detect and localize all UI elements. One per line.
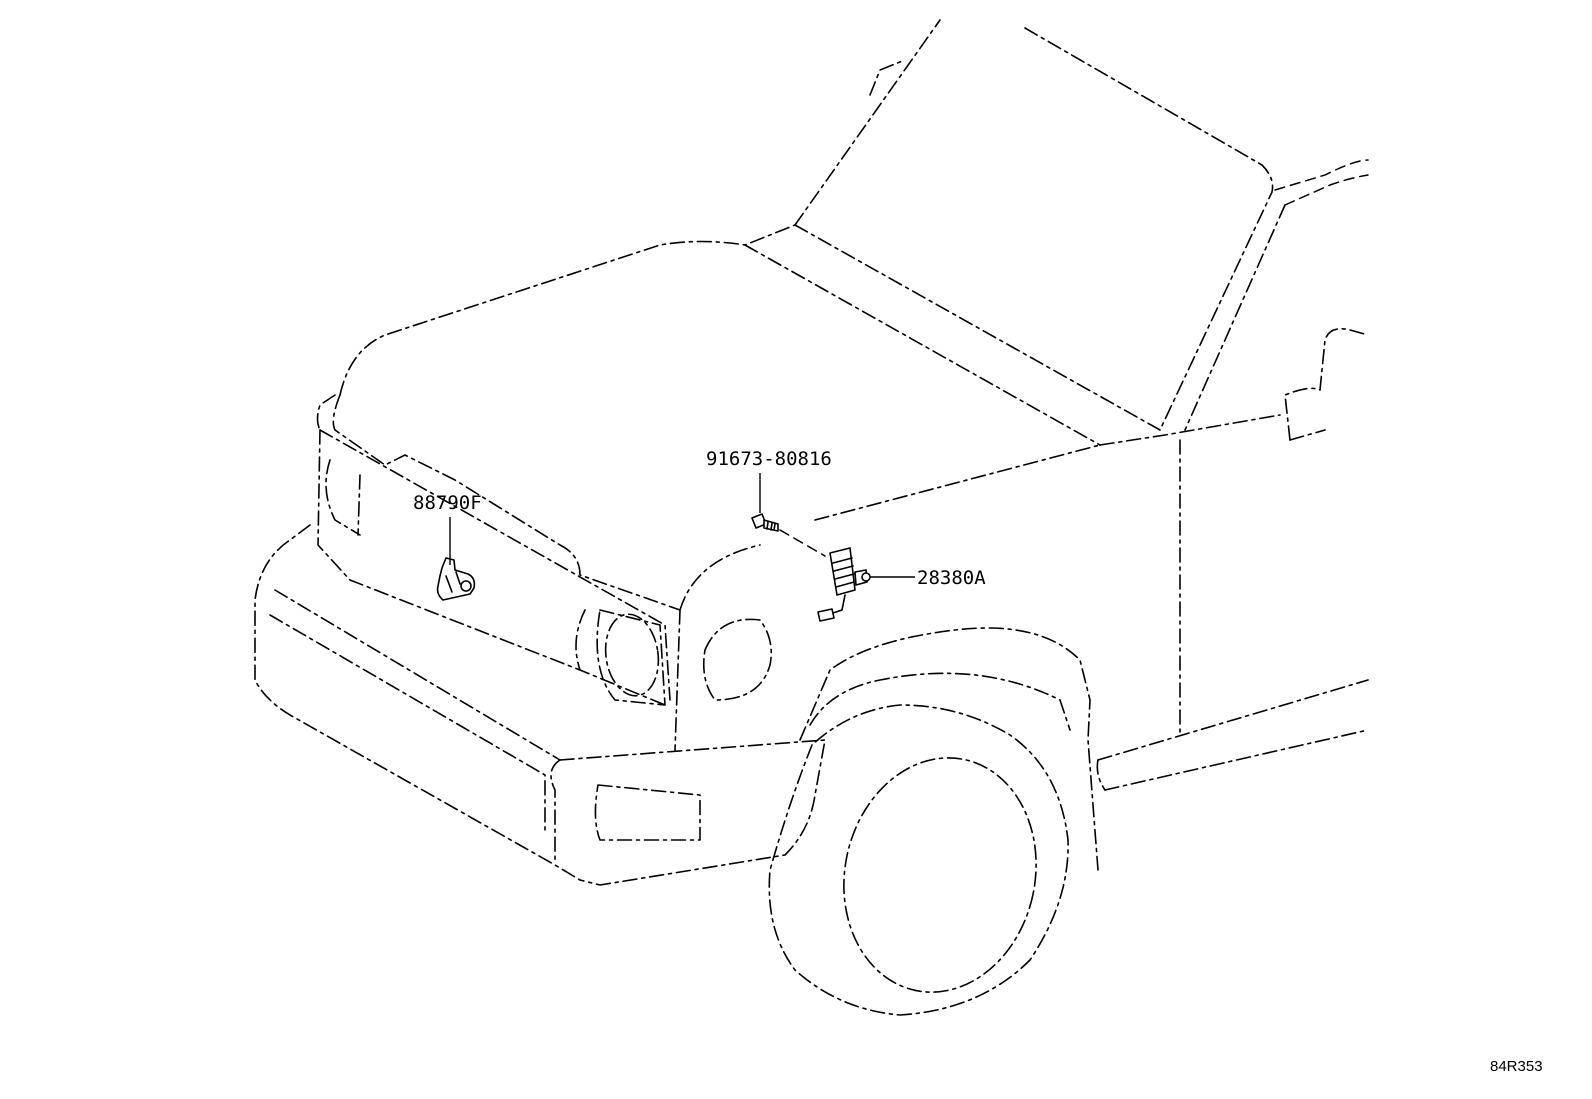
- callout-88790f: 88790F: [413, 492, 482, 514]
- windshield-outline: [794, 19, 1369, 431]
- callout-91673-80816: 91673-80816: [706, 448, 832, 470]
- front-tire: [768, 704, 1069, 1016]
- part-88790f-icon: [436, 557, 476, 601]
- wheel-arch: [799, 627, 1099, 871]
- figure-reference: 84R353: [1490, 1058, 1543, 1075]
- part-28380a-icon: [817, 547, 871, 622]
- grille-outline: [317, 429, 671, 706]
- hood-outline: [316, 224, 1101, 611]
- headlight-right: [596, 609, 666, 706]
- side-mirror: [1284, 327, 1369, 441]
- bumper-outline: [254, 524, 826, 886]
- turn-signal-lamp: [702, 618, 773, 701]
- callout-28380a: 28380A: [917, 567, 986, 589]
- fender-outline: [674, 414, 1369, 791]
- assembly-line: [779, 529, 826, 557]
- part-bolt-icon: [751, 513, 779, 532]
